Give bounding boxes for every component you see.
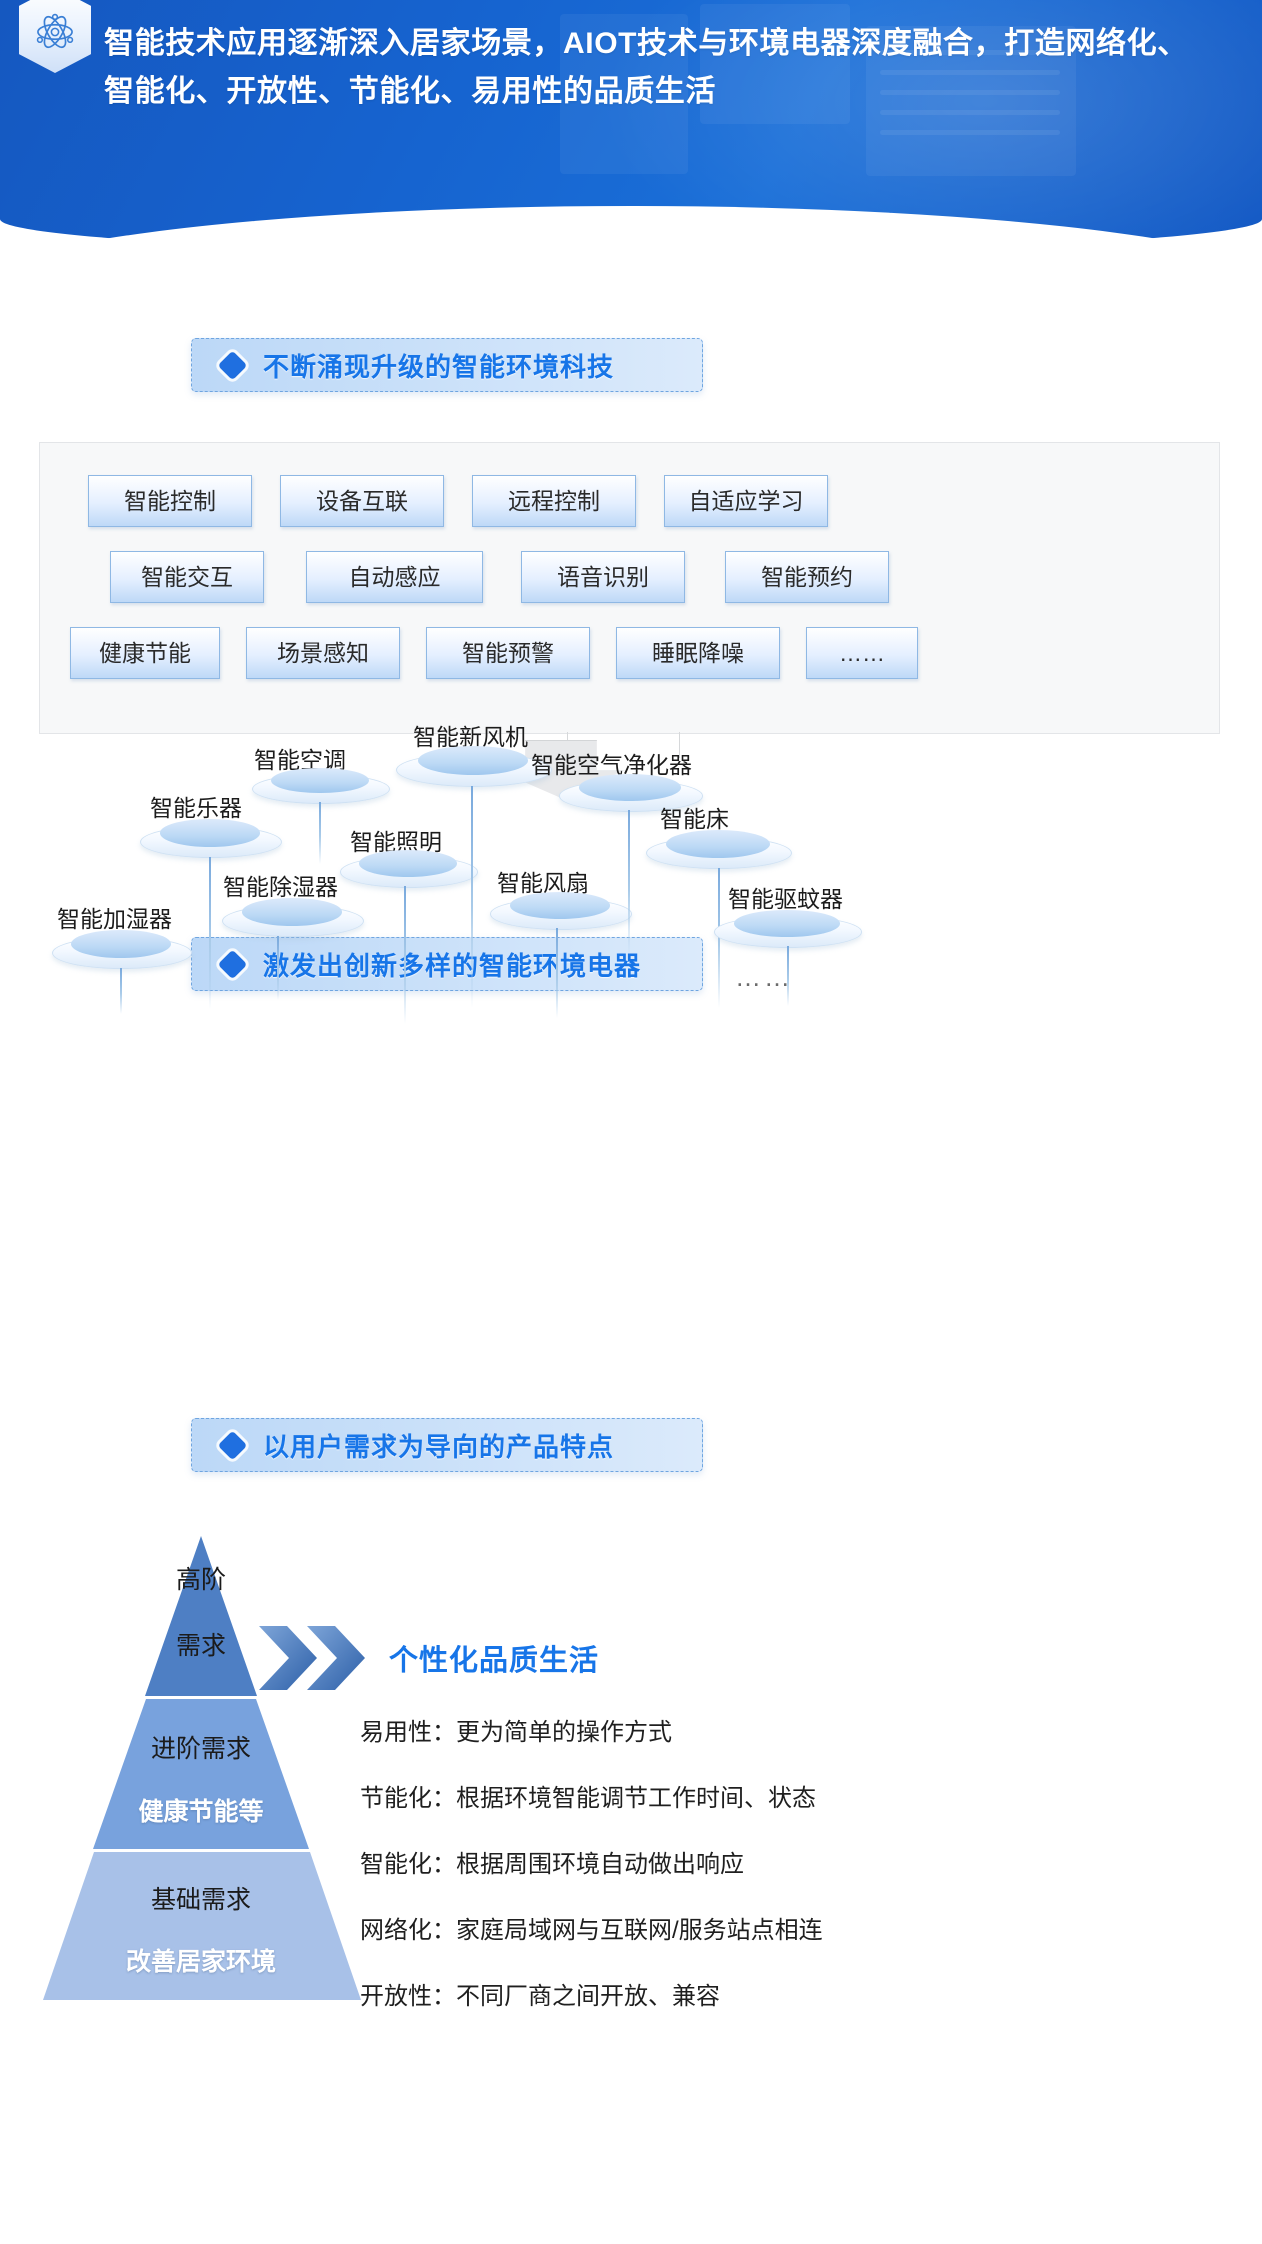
pyramid-level-title: 基础需求 [150,1886,251,1914]
pyramid-level-middle [41,1699,361,1849]
tech-tag[interactable]: 设备互联 [280,475,444,527]
device-disc [646,828,792,876]
tech-tag[interactable]: 智能交互 [110,551,264,603]
diamond-icon [217,1430,248,1460]
tech-tag-more[interactable]: …… [806,627,918,679]
tech-tag[interactable]: 智能控制 [88,475,252,527]
feature-item: 智能化：根据周围环境自动做出响应 [360,1851,744,1878]
pyramid-level-subtitle: 需求 [175,1632,226,1660]
header-decor-panel [700,4,850,124]
device-disc [140,817,282,865]
diamond-icon [217,350,248,380]
tech-tag-row: 智能交互 自动感应 语音识别 智能预约 [110,551,917,603]
double-chevron-right-icon [257,1624,373,1692]
device-label: 智能驱蚊器 [728,886,843,912]
features-list: 易用性：更为简单的操作方式 节能化：根据环境智能调节工作时间、状态 智能化：根据… [360,1712,1240,2042]
header-decor-panel [560,14,688,174]
section-header-devices: 激发出创新多样的智能环境电器 [191,937,703,991]
device-label: 智能加湿器 [57,906,172,932]
device-stem [209,857,211,1009]
tech-tag-panel: 智能控制 设备互联 远程控制 自适应学习 智能交互 自动感应 语音识别 智能预约… [39,442,1220,734]
pyramid-level-subtitle: 健康节能等 [138,1798,264,1826]
section-title: 以用户需求为导向的产品特点 [263,1431,615,1462]
device-label: 智能乐器 [150,795,242,821]
device-disc [559,772,703,818]
tech-tag[interactable]: 语音识别 [521,551,685,603]
tech-tag[interactable]: 智能预警 [426,627,590,679]
section-title: 不断涌现升级的智能环境科技 [263,351,615,382]
tech-tag[interactable]: 智能预约 [725,551,889,603]
needs-pyramid: 高阶 需求 进阶需求 健康节能等 基础需求 改善居家环境 [41,1536,361,2000]
device-stem [471,786,473,1008]
section-title: 激发出创新多样的智能环境电器 [263,950,642,981]
features-title: 个性化品质生活 [389,1645,600,1677]
device-label: 智能除湿器 [223,874,338,900]
device-disc [52,928,192,976]
pyramid-level-bottom [41,1852,361,2000]
device-label: 智能空气净化器 [531,752,692,778]
feature-item: 节能化：根据环境智能调节工作时间、状态 [360,1785,816,1812]
pyramid-level-title: 高阶 [175,1566,226,1594]
tech-tag[interactable]: 自适应学习 [664,475,828,527]
device-stem [787,946,789,1006]
tech-tag-row: 健康节能 场景感知 智能预警 睡眠降噪 …… [70,627,946,679]
device-disc [252,766,390,810]
device-stem [277,936,279,1000]
device-stem [628,810,630,956]
feature-item: 网络化：家庭局域网与互联网/服务站点相连 [360,1917,823,1944]
device-disc [396,744,552,794]
pyramid-level-title: 进阶需求 [150,1735,251,1763]
tech-tag[interactable]: 远程控制 [472,475,636,527]
atom-icon [36,13,74,49]
tech-tag[interactable]: 睡眠降噪 [616,627,780,679]
feature-item: 易用性：更为简单的操作方式 [360,1719,672,1746]
device-label: 智能床 [660,806,729,832]
device-stem [556,928,558,1018]
header-decor-line [880,50,1060,55]
device-stem [404,886,406,1024]
tech-tag[interactable]: 自动感应 [306,551,483,603]
header-decor-line [880,130,1060,135]
diamond-icon [217,949,248,979]
page-header: 智能技术应用逐渐深入居家场景，AIOT技术与环境电器深度融合，打造网络化、智能化… [0,0,1262,253]
header-decor-line [880,110,1060,115]
pyramid-level-subtitle: 改善居家环境 [125,1948,276,1976]
device-stem [319,802,321,864]
device-flower-diagram: 智能加湿器 智能乐器 智能除湿器 智能空调 智能照明 智能新风机 智能风扇 智能… [0,724,1262,1410]
device-disc [490,890,632,936]
device-more-dots: …… [735,962,793,992]
tech-tag[interactable]: 健康节能 [70,627,220,679]
device-label: 智能新风机 [413,724,528,750]
device-disc [340,848,478,894]
connector-line [679,732,680,758]
header-decor-panel [866,26,1076,176]
device-disc [222,896,364,944]
feature-item: 开放性：不同厂商之间开放、兼容 [360,1983,720,2010]
pyramid-level-top [41,1536,361,1696]
header-badge [19,0,91,73]
device-label: 智能风扇 [497,870,589,896]
section-header-features: 以用户需求为导向的产品特点 [191,1418,703,1472]
tech-tag[interactable]: 场景感知 [246,627,400,679]
tech-tag-row: 智能控制 设备互联 远程控制 自适应学习 [88,475,856,527]
page-title: 智能技术应用逐渐深入居家场景，AIOT技术与环境电器深度融合，打造网络化、智能化… [104,27,1188,108]
device-stem [120,968,122,1014]
header-decor-line [880,90,1060,95]
section-header-tech: 不断涌现升级的智能环境科技 [191,338,703,392]
header-decor-line [880,70,1060,75]
